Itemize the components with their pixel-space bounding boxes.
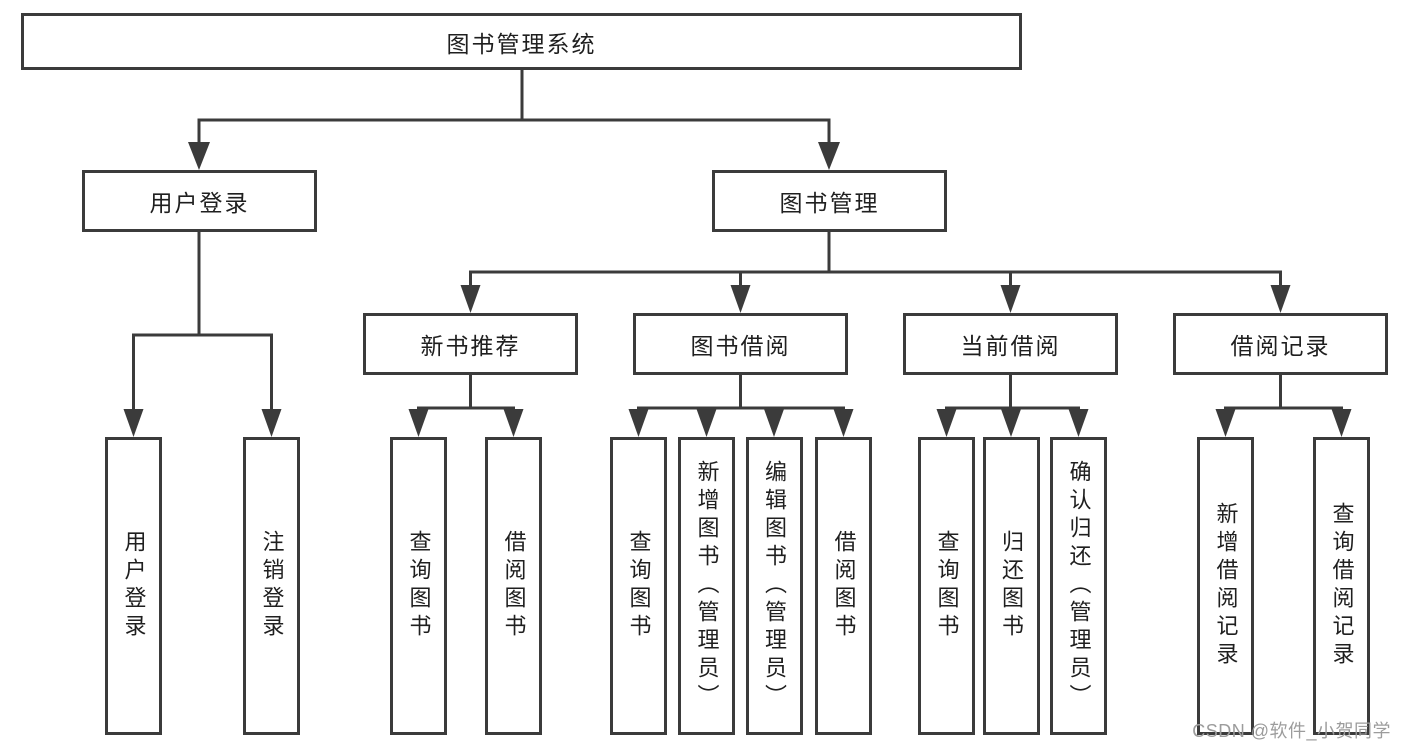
connector-records-rail	[1224, 406, 1343, 410]
node-current-borrowing: 当前借阅	[903, 313, 1118, 375]
leaf-confirm-return-admin: 确认归还（管理员）	[1050, 437, 1107, 735]
arrow-icon	[408, 409, 429, 437]
node-borrowing-records: 借阅记录	[1173, 313, 1388, 375]
arrow-icon	[936, 409, 957, 437]
arrow-icon	[1215, 409, 1236, 437]
arrow-icon	[833, 409, 854, 437]
leaf-user-login: 用户登录	[105, 437, 162, 735]
node-book-borrowing: 图书借阅	[633, 313, 848, 375]
leaf-borrow-books-borrowing: 借阅图书	[815, 437, 872, 735]
arrow-icon	[818, 142, 840, 170]
leaf-logout: 注销登录	[243, 437, 300, 735]
arrow-icon	[628, 409, 649, 437]
leaf-query-books-recommend: 查询图书	[390, 437, 447, 735]
arrow-icon	[123, 409, 144, 437]
node-user-login: 用户登录	[82, 170, 317, 232]
connector-level3-rail	[469, 270, 1282, 286]
leaf-query-books-borrowing: 查询图书	[610, 437, 667, 735]
arrow-icon	[188, 142, 210, 170]
connector-newbooks-rail	[417, 406, 515, 410]
node-book-management: 图书管理	[712, 170, 947, 232]
csdn-watermark: CSDN @软件_小贺同学	[1192, 721, 1391, 741]
leaf-borrow-books-recommend: 借阅图书	[485, 437, 542, 735]
node-new-book-recommend: 新书推荐	[363, 313, 578, 375]
arrow-icon	[460, 285, 481, 313]
leaf-query-borrow-record: 查询借阅记录	[1313, 437, 1370, 735]
arrow-icon	[696, 409, 717, 437]
arrow-icon	[730, 285, 751, 313]
connector-userlogin-rail	[132, 333, 273, 409]
leaf-add-borrow-record: 新增借阅记录	[1197, 437, 1254, 735]
arrow-icon	[1331, 409, 1352, 437]
arrow-icon	[503, 409, 524, 437]
connector-bookborrow-rail	[637, 406, 845, 410]
connector-level2-rail	[197, 118, 831, 142]
arrow-icon	[1000, 285, 1021, 313]
leaf-query-books-current: 查询图书	[918, 437, 975, 735]
leaf-edit-book-admin: 编辑图书（管理员）	[745, 437, 803, 735]
leaf-return-books: 归还图书	[982, 437, 1040, 735]
arrow-icon	[1001, 409, 1021, 437]
arrow-icon	[1068, 409, 1089, 437]
arrow-icon	[1270, 285, 1291, 313]
arrow-icon	[764, 409, 784, 437]
leaf-add-book-admin: 新增图书（管理员）	[678, 437, 735, 735]
arrow-icon	[261, 409, 282, 437]
node-book-management-system: 图书管理系统	[21, 13, 1022, 70]
arrowheads	[123, 142, 1352, 437]
